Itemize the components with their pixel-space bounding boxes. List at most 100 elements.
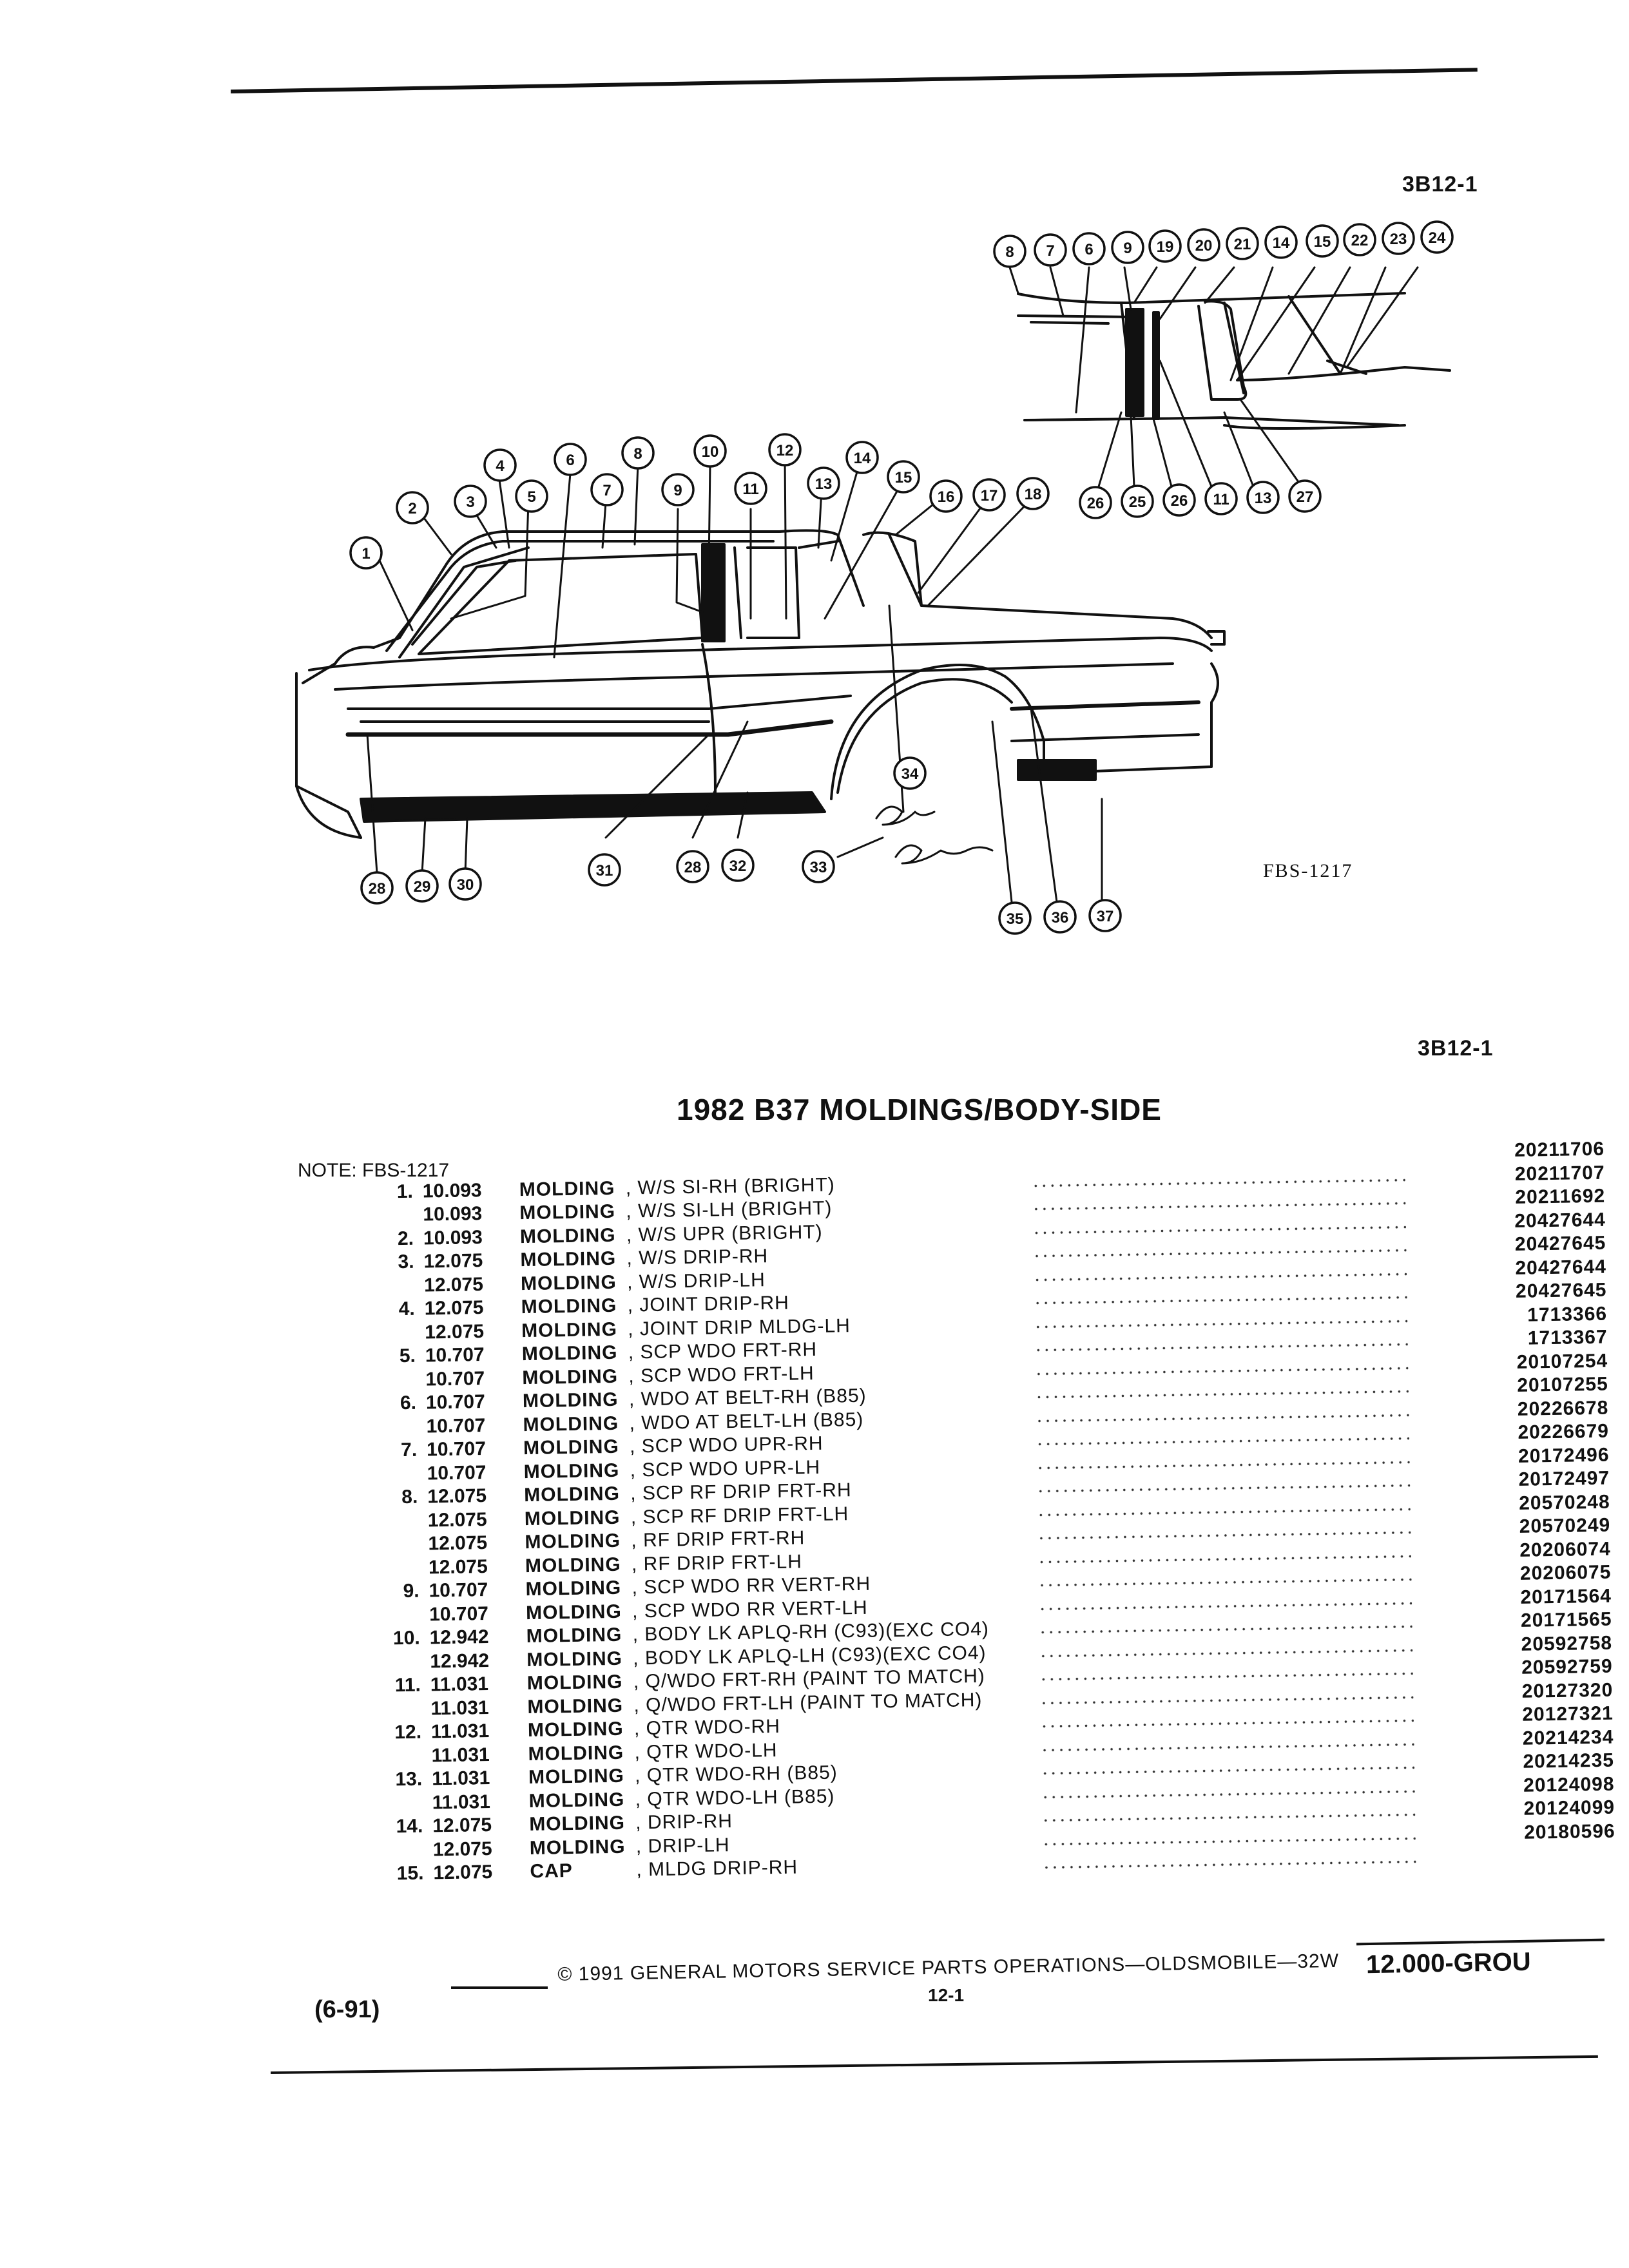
item-number: 12. bbox=[394, 1721, 422, 1744]
part-description: , W/S SI-LH (BRIGHT) bbox=[626, 1197, 833, 1222]
part-type: MOLDING bbox=[523, 1412, 619, 1436]
catalog-number: 12.075 bbox=[433, 1861, 493, 1884]
part-description: , W/S DRIP-LH bbox=[626, 1269, 766, 1293]
item-number: 7. bbox=[400, 1439, 418, 1461]
part-number: 20214234 bbox=[1522, 1726, 1614, 1749]
svg-text:9: 9 bbox=[673, 482, 682, 499]
part-description: , WDO AT BELT-LH (B85) bbox=[629, 1408, 864, 1434]
svg-text:13: 13 bbox=[815, 476, 833, 493]
svg-text:37: 37 bbox=[1097, 908, 1114, 925]
svg-text:18: 18 bbox=[1025, 486, 1042, 503]
part-number: 1713366 bbox=[1527, 1303, 1608, 1326]
part-type: MOLDING bbox=[527, 1718, 624, 1742]
item-number bbox=[367, 1556, 419, 1557]
part-number: 20427644 bbox=[1515, 1256, 1607, 1279]
part-type: MOLDING bbox=[522, 1389, 619, 1412]
body-side-molding-diagram: 8 7 6 9 19 20 21 14 15 22 23 24 26 25 26… bbox=[295, 220, 1454, 935]
page-ref-top: 3B12-1 bbox=[1402, 172, 1478, 197]
part-description: , SCP WDO FRT-LH bbox=[628, 1362, 815, 1387]
part-number: 20206074 bbox=[1519, 1538, 1612, 1561]
svg-text:8: 8 bbox=[633, 445, 642, 463]
part-type: MOLDING bbox=[519, 1177, 615, 1200]
part-number: 20171565 bbox=[1520, 1608, 1612, 1631]
note-line: NOTE: FBS-1217 bbox=[298, 1160, 450, 1181]
part-description: , MLDG DRIP-RH bbox=[636, 1856, 798, 1881]
catalog-number: 11.031 bbox=[431, 1744, 490, 1766]
svg-text:34: 34 bbox=[901, 765, 919, 783]
part-number: 1713367 bbox=[1527, 1326, 1608, 1349]
svg-text:12: 12 bbox=[776, 442, 794, 459]
part-number: 20171564 bbox=[1520, 1585, 1612, 1608]
svg-text:13: 13 bbox=[1255, 490, 1272, 507]
svg-text:21: 21 bbox=[1234, 236, 1251, 253]
catalog-number: 12.075 bbox=[427, 1485, 487, 1508]
part-type: MOLDING bbox=[519, 1224, 616, 1247]
part-number: 20211692 bbox=[1515, 1185, 1606, 1208]
item-number bbox=[364, 1368, 416, 1369]
part-type: MOLDING bbox=[526, 1671, 623, 1695]
catalog-number: 10.707 bbox=[425, 1391, 486, 1414]
figure-code: FBS-1217 bbox=[1263, 860, 1353, 881]
part-number: 20211706 bbox=[1514, 1138, 1605, 1161]
svg-text:7: 7 bbox=[1046, 242, 1054, 260]
svg-text:11: 11 bbox=[742, 481, 758, 498]
part-number: 20172496 bbox=[1518, 1444, 1610, 1467]
part-type: MOLDING bbox=[527, 1695, 624, 1718]
catalog-number: 11.031 bbox=[431, 1767, 490, 1790]
item-number: 11. bbox=[394, 1674, 421, 1696]
page-title: 1982 B37 MOLDINGS/BODY-SIDE bbox=[677, 1093, 1162, 1126]
svg-text:29: 29 bbox=[414, 878, 431, 896]
part-description: , SCP RF DRIP FRT-RH bbox=[630, 1479, 852, 1504]
svg-text:32: 32 bbox=[729, 858, 747, 875]
part-description: , QTR WDO-RH (B85) bbox=[634, 1762, 838, 1787]
part-number: 20107254 bbox=[1516, 1350, 1608, 1373]
bottom-rule bbox=[271, 2055, 1598, 2074]
dot-leader bbox=[1042, 1846, 1416, 1876]
item-number bbox=[365, 1462, 417, 1463]
svg-text:14: 14 bbox=[1273, 235, 1290, 252]
part-type: MOLDING bbox=[523, 1436, 620, 1459]
part-description: , SCP WDO UPR-RH bbox=[629, 1432, 824, 1457]
part-type: MOLDING bbox=[520, 1271, 617, 1294]
part-description: , RF DRIP FRT-RH bbox=[631, 1527, 805, 1552]
part-type: MOLDING bbox=[528, 1765, 625, 1789]
catalog-number: 11.031 bbox=[430, 1673, 489, 1696]
catalog-number: 12.075 bbox=[427, 1508, 487, 1531]
part-number: 20427644 bbox=[1514, 1209, 1606, 1232]
svg-text:14: 14 bbox=[854, 450, 871, 467]
item-number: 15. bbox=[396, 1862, 424, 1885]
svg-text:25: 25 bbox=[1129, 494, 1146, 511]
part-number: 20592758 bbox=[1521, 1632, 1613, 1655]
part-type: MOLDING bbox=[525, 1553, 621, 1577]
item-number bbox=[371, 1791, 422, 1792]
part-type: MOLDING bbox=[525, 1600, 622, 1624]
catalog-number: 12.075 bbox=[423, 1250, 483, 1273]
item-number: 6. bbox=[400, 1392, 417, 1414]
catalog-number: 12.075 bbox=[423, 1273, 484, 1296]
item-number bbox=[365, 1415, 416, 1416]
catalog-number: 12.075 bbox=[428, 1532, 488, 1555]
svg-text:10: 10 bbox=[702, 443, 719, 461]
svg-text:30: 30 bbox=[457, 876, 474, 894]
part-number: 20124099 bbox=[1523, 1796, 1615, 1820]
svg-text:4: 4 bbox=[496, 457, 505, 475]
part-type: MOLDING bbox=[529, 1836, 626, 1859]
part-type: MOLDING bbox=[521, 1341, 618, 1365]
catalog-number: 11.031 bbox=[430, 1696, 489, 1719]
item-number: 5. bbox=[399, 1345, 416, 1367]
item-number bbox=[367, 1509, 418, 1510]
part-number: 20107255 bbox=[1517, 1373, 1609, 1396]
catalog-number: 10.093 bbox=[423, 1226, 483, 1249]
part-description: , SCP WDO UPR-LH bbox=[630, 1456, 821, 1481]
catalog-number: 12.942 bbox=[429, 1626, 489, 1649]
group-label: 12.000-GROU bbox=[1365, 1947, 1532, 1979]
part-description: , SCP WDO RR VERT-LH bbox=[631, 1597, 868, 1622]
catalog-number: 10.707 bbox=[426, 1438, 487, 1461]
part-type: CAP bbox=[530, 1860, 574, 1883]
item-number bbox=[369, 1697, 421, 1698]
revision-date: (6-91) bbox=[314, 1996, 380, 2023]
svg-text:6: 6 bbox=[1084, 241, 1093, 258]
part-number: 20226679 bbox=[1518, 1420, 1610, 1443]
svg-text:22: 22 bbox=[1351, 232, 1369, 249]
item-number: 10. bbox=[392, 1627, 420, 1649]
